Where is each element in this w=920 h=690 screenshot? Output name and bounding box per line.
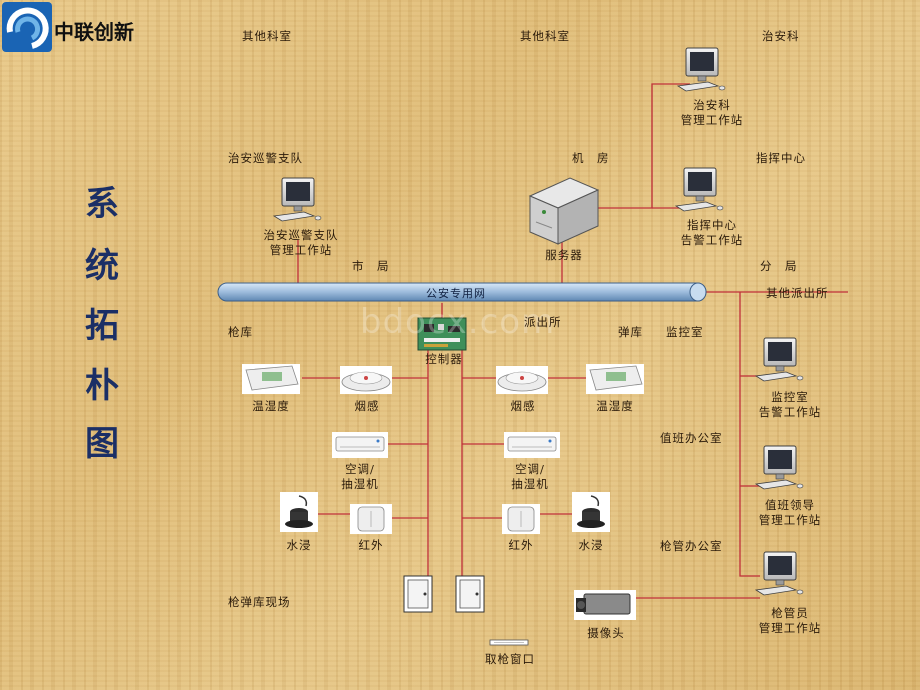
caption-ir-right: 红外 [508,538,534,552]
ac-left-icon [332,432,388,458]
caption-th-left: 温湿度 [252,399,290,413]
label-city-bureau: 市 局 [352,259,390,273]
label-patrol: 治安巡警支队 [228,151,303,165]
caption-gun-window: 取枪窗口 [485,652,535,666]
caption-monitor-workstation: 监控室 告警工作站 [758,390,822,419]
gun-workstation-icon [755,551,804,596]
ir-sensor-right-icon [502,504,540,534]
label-machine-room: 机 房 [572,151,610,165]
ir-sensor-left-icon [350,504,392,534]
logo [2,2,52,56]
water-sensor-right-icon [572,492,610,532]
caption-water-left: 水浸 [286,538,312,552]
title-char: 朴 [85,366,119,406]
label-command-center: 指挥中心 [756,151,806,165]
label-duty-office: 值班办公室 [660,431,723,445]
logo-mark-icon [2,2,52,52]
caption-smoke-right: 烟感 [510,399,536,413]
smoke-detector-right-icon [496,366,548,394]
network-label: 公安专用网 [426,287,486,300]
smoke-detector-left-icon [340,366,392,394]
caption-gun-workstation: 枪管员 管理工作站 [758,606,822,635]
caption-th-right: 温湿度 [596,399,634,413]
label-gun-mgmt-office: 枪管办公室 [660,539,723,553]
duty-workstation-icon [755,445,804,490]
network-bus [217,282,707,302]
caption-patrol-workstation: 治安巡警支队 管理工作站 [263,228,339,257]
title-char: 统 [85,246,119,286]
ac-right-icon [504,432,560,458]
door-left-icon [403,575,433,613]
logo-text: 中联创新 [54,20,134,44]
label-gun-store: 枪库 [228,325,253,339]
title-char: 拓 [85,306,119,346]
water-sensor-left-icon [280,492,318,532]
th-sensor-left-icon [242,364,300,394]
caption-security-workstation: 治安科 管理工作站 [680,98,744,127]
caption-command-workstation: 指挥中心 告警工作站 [680,218,744,247]
th-sensor-right-icon [586,364,644,394]
title-char: 图 [85,424,119,464]
caption-ac-right: 空调/ 抽湿机 [511,462,549,491]
label-other-station: 其他派出所 [766,286,829,300]
caption-water-right: 水浸 [578,538,604,552]
label-other-dept-1: 其他科室 [242,29,292,43]
command-workstation-icon [675,167,724,212]
label-other-dept-2: 其他科室 [520,29,570,43]
label-armory-site: 枪弹库现场 [228,595,291,609]
monitor-workstation-icon [755,337,804,382]
caption-controller: 控制器 [425,352,463,366]
caption-smoke-left: 烟感 [354,399,380,413]
caption-ir-left: 红外 [358,538,384,552]
label-security-dept: 治安科 [762,29,800,43]
caption-server: 服务器 [545,248,583,262]
connection-lines [297,83,848,599]
label-branch-bureau: 分 局 [760,259,798,273]
label-ammo-store: 弹库 [618,325,643,339]
caption-duty-workstation: 值班领导 管理工作站 [758,498,822,527]
label-monitor-room: 监控室 [666,325,704,339]
caption-camera: 摄像头 [587,626,625,640]
watermark: bdocx.com [360,302,556,342]
caption-ac-left: 空调/ 抽湿机 [341,462,379,491]
server-icon [528,177,600,245]
label-police-station: 派出所 [524,315,562,329]
patrol-workstation-icon [273,177,322,222]
door-right-icon [455,575,485,613]
title-char: 系 [85,184,119,224]
camera-icon [574,590,636,620]
controller-icon [417,317,467,351]
gun-window-icon [489,639,529,646]
